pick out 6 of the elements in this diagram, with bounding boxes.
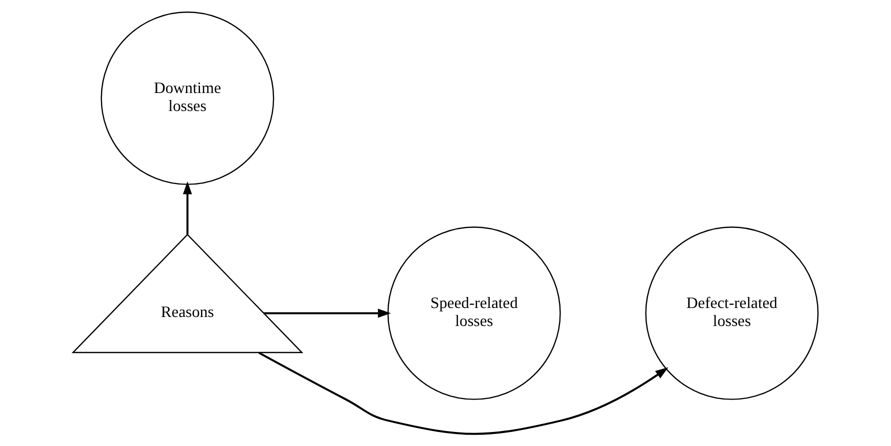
arrow bbox=[264, 308, 391, 318]
arrow bbox=[258, 352, 668, 435]
node-circle: Defect-related losses bbox=[645, 226, 819, 400]
node-circle: Speed-related losses bbox=[387, 226, 561, 400]
arrow bbox=[182, 181, 192, 234]
node-circle: Downtime losses bbox=[100, 12, 274, 185]
